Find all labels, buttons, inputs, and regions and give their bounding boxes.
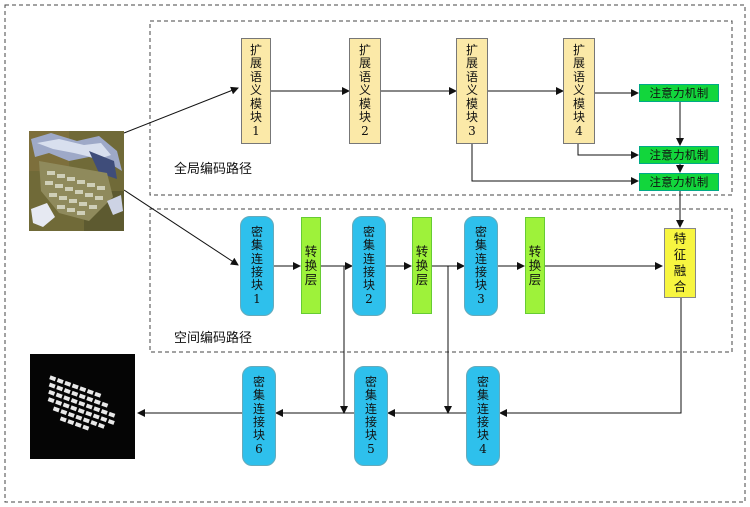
expand-module-index: 4 xyxy=(575,123,583,138)
attention-mechanism-3: 注意力机制 xyxy=(639,173,719,191)
transition-layer-2: 转换层 xyxy=(412,217,432,314)
dense-block-index: 2 xyxy=(365,291,373,306)
expand-module-index: 2 xyxy=(361,123,369,138)
attention-mechanism-1: 注意力机制 xyxy=(639,84,719,102)
expand-module-label: 扩展语义模块 xyxy=(465,42,478,125)
output-segmentation-picture xyxy=(30,354,135,459)
dense-block-label: 密集连接块 xyxy=(476,374,489,443)
transition-layer-1: 转换层 xyxy=(301,217,321,314)
dense-block-index: 3 xyxy=(477,291,485,306)
arrow-input-to-dense1 xyxy=(123,189,239,266)
outer-frame xyxy=(4,4,746,503)
spatial-path-frame xyxy=(149,208,733,353)
global-path-label: 全局编码路径 xyxy=(174,162,253,177)
attention-label: 注意力机制 xyxy=(649,147,709,162)
expand-module-label: 扩展语义模块 xyxy=(249,42,262,125)
transition-layer-3: 转换层 xyxy=(525,217,545,314)
expand-module-index: 1 xyxy=(252,123,260,138)
feature-fusion: 特征融合 xyxy=(664,228,696,298)
expand-module-index: 3 xyxy=(468,123,476,138)
dense-block-label: 密集连接块 xyxy=(364,374,377,443)
attention-mechanism-2: 注意力机制 xyxy=(639,146,719,164)
arrow-expand4-to-attention2 xyxy=(577,144,639,159)
arrow-input-to-expand1 xyxy=(123,86,239,134)
spatial-path-label: 空间编码路径 xyxy=(174,331,253,346)
dense-block-index: 1 xyxy=(253,291,261,306)
arrow-expand3-to-attention3 xyxy=(471,144,639,185)
global-path-frame xyxy=(149,20,733,196)
dense-block-index: 5 xyxy=(367,441,375,456)
input-image xyxy=(29,131,124,231)
input-image-picture xyxy=(29,131,124,231)
dense-block-label: 密集连接块 xyxy=(252,374,265,443)
dense-block-index: 6 xyxy=(255,441,263,456)
transition-layer-label: 转换层 xyxy=(528,243,542,287)
expand-module-label: 扩展语义模块 xyxy=(358,42,371,125)
attention-label: 注意力机制 xyxy=(649,85,709,100)
dense-block-label: 密集连接块 xyxy=(362,224,375,293)
attention-label: 注意力机制 xyxy=(649,174,709,189)
arrow-fusion-to-dense4 xyxy=(499,298,682,417)
expand-module-label: 扩展语义模块 xyxy=(572,42,585,125)
dense-block-label: 密集连接块 xyxy=(250,224,263,293)
feature-fusion-label: 特征融合 xyxy=(673,231,687,294)
dense-block-index: 4 xyxy=(479,441,487,456)
dense-block-label: 密集连接块 xyxy=(474,224,487,293)
transition-layer-label: 转换层 xyxy=(415,243,429,287)
output-segmentation-image xyxy=(30,354,135,459)
transition-layer-label: 转换层 xyxy=(304,243,318,287)
